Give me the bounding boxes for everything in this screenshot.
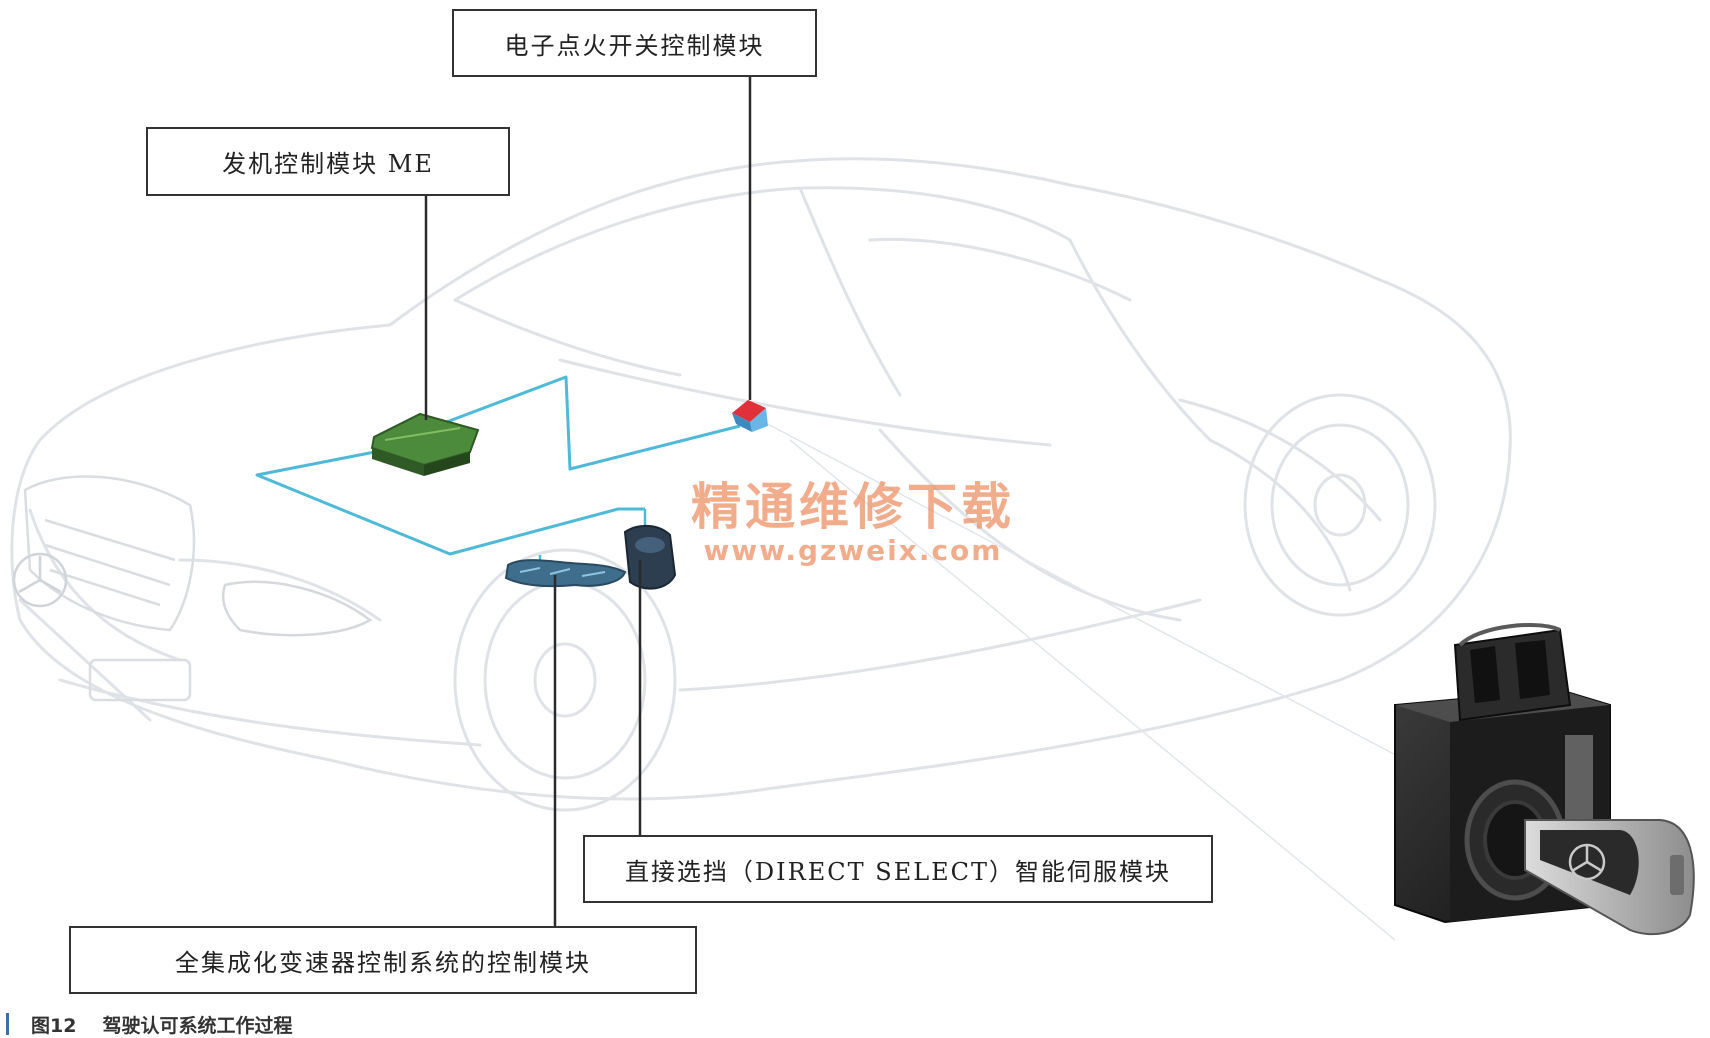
headlight bbox=[221, 580, 373, 637]
label-ignition-switch-module-text: 电子点火开关控制模块 bbox=[504, 31, 765, 60]
label-direct-select-module-text: 直接选挡（DIRECT SELECT）智能伺服模块 bbox=[624, 857, 1172, 886]
figure-number: 图12 bbox=[31, 1014, 77, 1037]
watermark: 精通维修下载 www.gzweix.com bbox=[678, 478, 1028, 566]
ignition-switch-module bbox=[732, 400, 768, 432]
label-transmission-control-module: 全集成化变速器控制系统的控制模块 bbox=[69, 926, 697, 994]
caption-marker bbox=[6, 1013, 9, 1035]
figure-title: 驾驶认可系统工作过程 bbox=[102, 1014, 293, 1037]
watermark-title: 精通维修下载 bbox=[691, 478, 1015, 536]
ignition-key-unit bbox=[1394, 623, 1695, 936]
label-transmission-control-module-text: 全集成化变速器控制系统的控制模块 bbox=[175, 948, 591, 977]
watermark-url: www.gzweix.com bbox=[703, 534, 1003, 567]
callout-lines bbox=[424, 77, 752, 926]
figure-caption: 图12 驾驶认可系统工作过程 bbox=[6, 1010, 292, 1038]
label-ignition-switch-module: 电子点火开关控制模块 bbox=[452, 9, 817, 77]
direct-select-servo-module bbox=[623, 524, 677, 590]
front-grille bbox=[23, 475, 196, 702]
label-engine-control-module-text: 发机控制模块 ME bbox=[222, 150, 434, 178]
engine-control-module bbox=[370, 412, 480, 476]
front-wheel bbox=[453, 548, 677, 812]
label-engine-control-module: 发机控制模块 ME bbox=[146, 127, 510, 196]
car-body-outline bbox=[10, 157, 1512, 801]
can-network-wiring bbox=[255, 375, 741, 556]
rear-wheel bbox=[1243, 393, 1437, 617]
label-direct-select-module: 直接选挡（DIRECT SELECT）智能伺服模块 bbox=[583, 835, 1213, 903]
transmission-control-module bbox=[504, 559, 627, 588]
mercedes-emblem-on-car bbox=[12, 552, 68, 608]
